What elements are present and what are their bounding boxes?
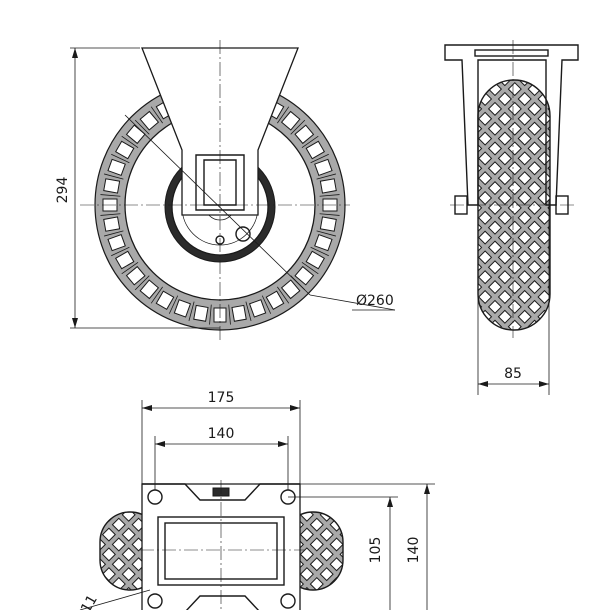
tread-groove xyxy=(228,304,231,325)
tread-block xyxy=(114,140,135,160)
tread-block xyxy=(139,279,160,300)
tread-block xyxy=(280,279,301,300)
dim-wheel-width: 85 xyxy=(504,366,522,382)
tread-block xyxy=(280,110,301,131)
tread-groove xyxy=(245,301,252,322)
tread-groove xyxy=(301,135,319,148)
dim-hole-size: 11 xyxy=(78,592,101,610)
tread-groove xyxy=(134,119,150,135)
valve xyxy=(235,226,251,242)
tread-block xyxy=(305,140,326,160)
tread-block xyxy=(265,290,285,311)
tread-block xyxy=(314,233,333,252)
tread-block xyxy=(114,250,135,270)
tread-groove xyxy=(277,106,290,124)
tread-block xyxy=(103,178,121,194)
tread-groove xyxy=(121,135,139,148)
tread-groove xyxy=(103,230,124,237)
tread-groove xyxy=(100,194,121,197)
tread-block xyxy=(125,265,146,286)
tread-block xyxy=(305,250,326,270)
tread-groove xyxy=(277,286,290,304)
tread-groove xyxy=(150,286,163,304)
mounting-hole xyxy=(147,593,163,609)
dim-hole-spacing-length: 140 xyxy=(208,426,235,442)
dim-wheel-diameter: Ø260 xyxy=(356,293,394,309)
tread-block xyxy=(139,110,160,131)
tread-groove xyxy=(310,153,329,164)
mounting-hole xyxy=(280,593,296,609)
tread-groove xyxy=(316,230,337,237)
tread-groove xyxy=(103,173,124,180)
tread-groove xyxy=(111,246,130,257)
tread-block xyxy=(231,304,247,322)
tread-groove xyxy=(111,153,130,164)
tread-block xyxy=(319,216,337,232)
tread-groove xyxy=(134,275,150,291)
tread-groove xyxy=(100,213,121,216)
fork-inner xyxy=(195,154,245,211)
tread-groove xyxy=(209,304,212,325)
tread-groove xyxy=(150,106,163,124)
tread-groove xyxy=(316,173,337,180)
tread-groove xyxy=(310,246,329,257)
tread-block xyxy=(248,299,267,318)
tread-groove xyxy=(319,194,340,197)
tread-groove xyxy=(168,295,179,314)
side-view: 294 Ø260 xyxy=(55,40,396,340)
tread-groove xyxy=(121,262,139,275)
tread-groove xyxy=(301,262,319,275)
tread-block xyxy=(294,124,315,145)
tread-block xyxy=(173,299,192,318)
tread-block xyxy=(193,304,209,322)
top-view: 175 140 105 140 11 xyxy=(78,390,435,610)
front-fork xyxy=(444,44,579,206)
front-view: 85 xyxy=(444,40,579,395)
tread-block xyxy=(319,178,337,194)
tread-block xyxy=(107,233,126,252)
tread-block xyxy=(294,265,315,286)
tread-groove xyxy=(290,119,306,135)
tread-block xyxy=(155,290,175,311)
tread-groove xyxy=(319,213,340,216)
tread-block xyxy=(107,158,126,177)
tread-groove xyxy=(261,295,272,314)
dim-plate-width: 140 xyxy=(406,537,422,564)
dim-plate-length: 175 xyxy=(208,390,235,406)
tread-block xyxy=(314,158,333,177)
dim-hole-spacing-width: 105 xyxy=(368,537,384,564)
dim-height-total: 294 xyxy=(55,177,71,204)
tread-groove xyxy=(188,301,195,322)
tread-block xyxy=(103,216,121,232)
